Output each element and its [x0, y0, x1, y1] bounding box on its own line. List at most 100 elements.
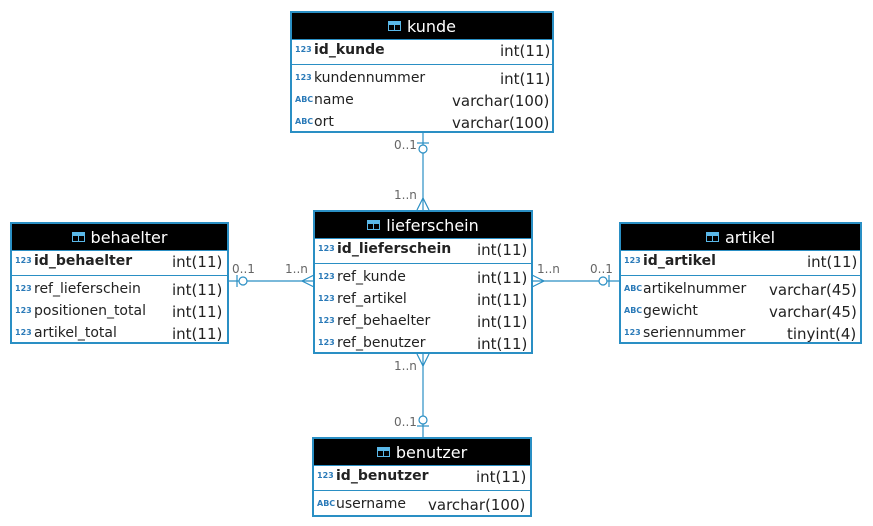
- field-type: varchar(45): [769, 281, 857, 299]
- field-name: ref_kunde: [337, 269, 406, 285]
- zero-one-marker: [418, 415, 428, 425]
- field-name: id_behaelter: [34, 253, 133, 269]
- numeric-icon: 123: [15, 328, 32, 337]
- pk-row[interactable]: 123 id_kunde int(11): [292, 40, 552, 62]
- field-name: id_kunde: [314, 42, 385, 58]
- field-row[interactable]: ABC name varchar(100): [292, 90, 552, 112]
- field-name: artikel_total: [34, 325, 117, 341]
- field-row[interactable]: 123 artikel_total int(11): [12, 323, 227, 343]
- field-row[interactable]: 123 kundennummer int(11): [292, 68, 552, 90]
- field-type: int(11): [477, 291, 528, 309]
- field-type: int(11): [477, 335, 528, 353]
- field-name: ref_benutzer: [337, 335, 426, 351]
- table-icon: [705, 232, 719, 242]
- crowfoot-marker: [300, 274, 315, 288]
- divider: [12, 275, 227, 276]
- field-type: int(11): [476, 468, 527, 486]
- entity-kunde[interactable]: kunde 123 id_kunde int(11) 123 kundennum…: [290, 11, 554, 133]
- field-type: int(11): [807, 253, 858, 271]
- field-row[interactable]: 123 ref_lieferschein int(11): [12, 279, 227, 301]
- divider: [315, 263, 531, 264]
- field-type: int(11): [477, 313, 528, 331]
- text-icon: ABC: [295, 117, 314, 126]
- pk-row[interactable]: 123 id_behaelter int(11): [12, 251, 227, 273]
- zero-one-marker: [598, 276, 608, 286]
- text-icon: ABC: [317, 499, 336, 508]
- entity-title: kunde: [406, 16, 457, 36]
- entity-header[interactable]: benutzer: [314, 439, 530, 466]
- field-name: name: [314, 92, 354, 108]
- numeric-fk-icon: 123: [318, 316, 335, 325]
- entity-header[interactable]: artikel: [621, 224, 860, 251]
- numeric-key-icon: 123: [317, 471, 334, 480]
- entity-behaelter[interactable]: behaelter 123 id_behaelter int(11) 123 r…: [10, 222, 229, 344]
- entity-artikel[interactable]: artikel 123 id_artikel int(11) ABC artik…: [619, 222, 862, 344]
- numeric-key-icon: 123: [318, 244, 335, 253]
- field-type: varchar(100): [452, 114, 550, 132]
- crowfoot-marker: [531, 274, 546, 288]
- field-row[interactable]: ABC gewicht varchar(45): [621, 301, 860, 323]
- field-row[interactable]: ABC artikelnummer varchar(45): [621, 279, 860, 301]
- field-type: int(11): [172, 303, 223, 321]
- numeric-fk-icon: 123: [318, 272, 335, 281]
- field-type: varchar(100): [428, 496, 526, 514]
- numeric-fk-icon: 123: [318, 294, 335, 303]
- field-name: ref_lieferschein: [34, 281, 141, 297]
- field-name: ref_behaelter: [337, 313, 431, 329]
- field-name: gewicht: [643, 303, 698, 319]
- field-row[interactable]: 123 ref_artikel int(11): [315, 289, 531, 311]
- field-type: int(11): [172, 253, 223, 271]
- numeric-key-icon: 123: [624, 256, 641, 265]
- zero-one-marker: [418, 144, 428, 154]
- cardinality-benutzer: 0..1: [394, 415, 417, 429]
- entity-title: behaelter: [90, 227, 168, 247]
- cardinality-kunde: 0..1: [394, 138, 417, 152]
- crowfoot-marker: [416, 196, 430, 211]
- entity-header[interactable]: behaelter: [12, 224, 227, 251]
- field-type: tinyint(4): [787, 325, 857, 343]
- divider: [621, 275, 860, 276]
- pk-row[interactable]: 123 id_artikel int(11): [621, 251, 860, 273]
- field-row[interactable]: 123 seriennummer tinyint(4): [621, 323, 860, 343]
- field-row[interactable]: ABC username varchar(100): [314, 494, 530, 515]
- entity-header[interactable]: kunde: [292, 13, 552, 40]
- field-name: ref_artikel: [337, 291, 407, 307]
- text-icon: ABC: [624, 306, 643, 315]
- table-icon: [387, 21, 401, 31]
- cardinality-lieferschein-left: 1..n: [285, 262, 308, 276]
- field-row[interactable]: 123 ref_kunde int(11): [315, 267, 531, 289]
- field-name: positionen_total: [34, 303, 146, 319]
- field-type: varchar(100): [452, 92, 550, 110]
- field-name: username: [336, 496, 406, 512]
- field-type: int(11): [172, 325, 223, 343]
- cardinality-lieferschein-bottom: 1..n: [394, 359, 417, 373]
- entity-lieferschein[interactable]: lieferschein 123 id_lieferschein int(11)…: [313, 210, 533, 354]
- crowfoot-marker: [416, 353, 430, 368]
- field-row[interactable]: 123 ref_benutzer int(11): [315, 333, 531, 353]
- field-row[interactable]: 123 positionen_total int(11): [12, 301, 227, 323]
- numeric-key-icon: 123: [295, 45, 312, 54]
- table-icon: [71, 232, 85, 242]
- pk-row[interactable]: 123 id_benutzer int(11): [314, 466, 530, 488]
- numeric-key-icon: 123: [15, 256, 32, 265]
- numeric-icon: 123: [295, 73, 312, 82]
- field-row[interactable]: ABC ort varchar(100): [292, 112, 552, 132]
- field-name: id_benutzer: [336, 468, 429, 484]
- cardinality-artikel: 0..1: [590, 262, 613, 276]
- field-type: int(11): [500, 70, 551, 88]
- field-type: int(11): [500, 42, 551, 60]
- field-name: artikelnummer: [643, 281, 747, 297]
- pk-row[interactable]: 123 id_lieferschein int(11): [315, 239, 531, 261]
- entity-header[interactable]: lieferschein: [315, 212, 531, 239]
- field-name: id_lieferschein: [337, 241, 452, 257]
- divider: [292, 64, 552, 65]
- cardinality-lieferschein-right: 1..n: [537, 262, 560, 276]
- field-type: int(11): [477, 241, 528, 259]
- entity-benutzer[interactable]: benutzer 123 id_benutzer int(11) ABC use…: [312, 437, 532, 517]
- field-row[interactable]: 123 ref_behaelter int(11): [315, 311, 531, 333]
- numeric-icon: 123: [15, 284, 32, 293]
- divider: [314, 490, 530, 491]
- field-name: seriennummer: [643, 325, 746, 341]
- cardinality-behaelter: 0..1: [232, 262, 255, 276]
